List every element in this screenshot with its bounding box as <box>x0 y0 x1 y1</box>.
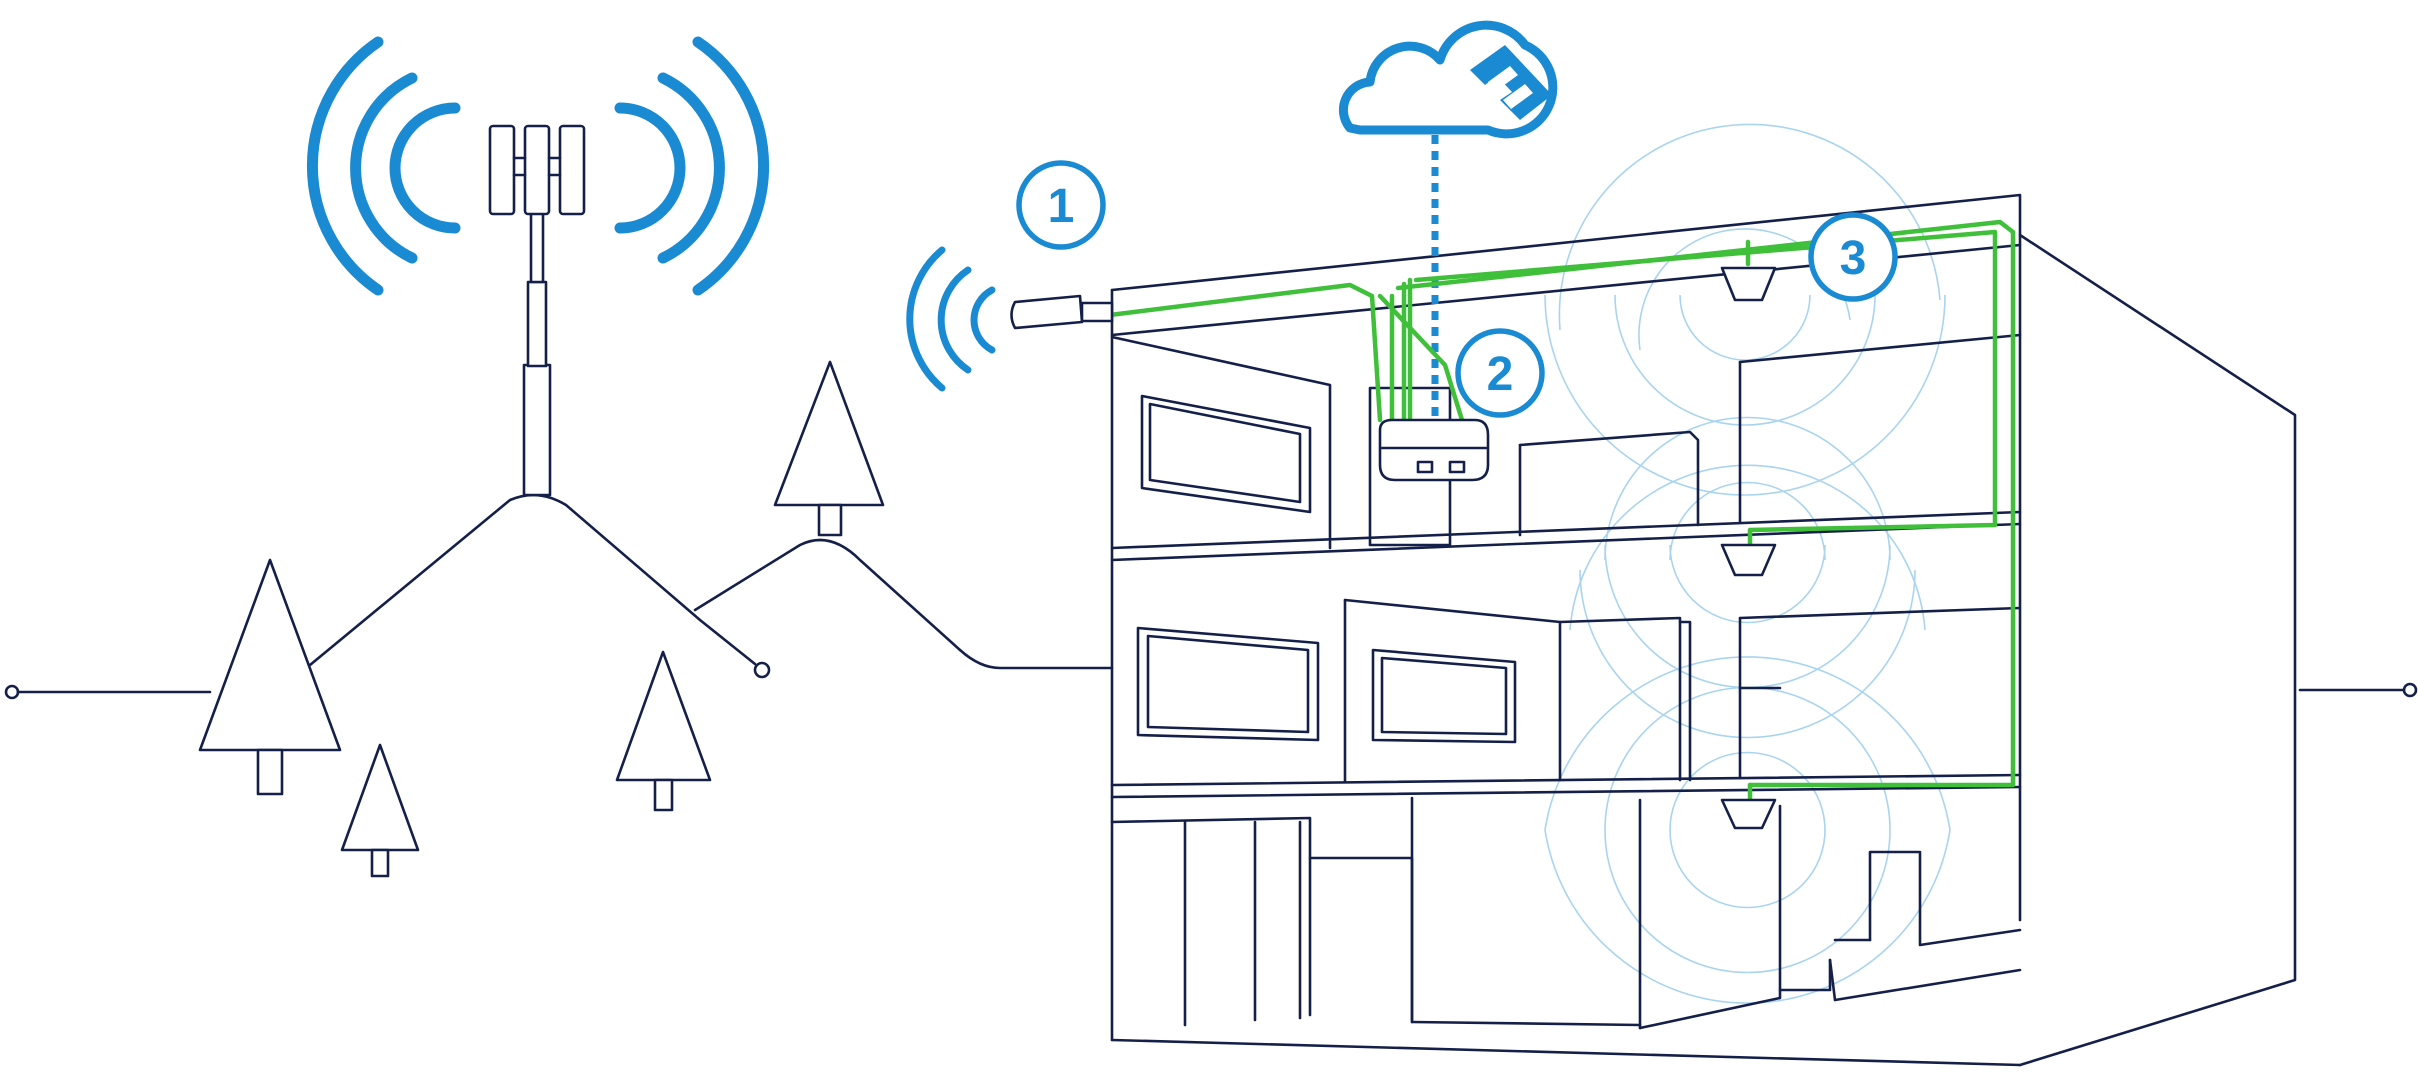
tree-icon <box>198 558 342 796</box>
step-number-3: 3 <box>1840 232 1867 285</box>
tree-icon <box>615 650 712 812</box>
floor-slab-bottom <box>1110 773 2022 787</box>
indoor-dome-antenna-icon <box>1720 798 1777 830</box>
cloud-icon <box>1338 20 1558 422</box>
step-badge-2: 2 <box>1455 328 1545 418</box>
step-badge-1: 1 <box>1016 160 1106 250</box>
building-side-wall <box>2018 233 2297 1067</box>
building-bottom-edge <box>1110 1038 2022 1067</box>
app-badge-icon <box>1470 45 1552 120</box>
outdoor-antenna-signal-waves <box>906 246 996 392</box>
step-number-2: 2 <box>1487 348 1514 401</box>
hill-right <box>693 538 1114 670</box>
coax-cables <box>1107 219 2016 803</box>
floor-slab-top <box>1110 510 2022 550</box>
building-back-wall <box>1110 193 2022 922</box>
hill-left <box>308 493 702 667</box>
cell-tower-icon <box>488 124 586 497</box>
right-endpoint <box>2402 682 2418 698</box>
landscape <box>4 493 2418 700</box>
tower-signal-waves <box>306 36 770 296</box>
indoor-dome-antenna-icon <box>1720 266 1777 302</box>
step-badge-3: 3 <box>1808 212 1898 302</box>
tree-icon <box>340 743 420 878</box>
indoor-dome-antenna-icon <box>1720 543 1777 577</box>
cable-outdoor-to-booster <box>1107 282 1383 423</box>
step-number-1: 1 <box>1048 180 1075 233</box>
hill-endpoint <box>753 661 771 679</box>
tree-icon <box>773 360 885 537</box>
left-endpoint <box>4 684 20 700</box>
signal-booster-icon <box>1378 418 1490 482</box>
building <box>1110 193 2297 1067</box>
outdoor-antenna-icon <box>1010 294 1114 330</box>
